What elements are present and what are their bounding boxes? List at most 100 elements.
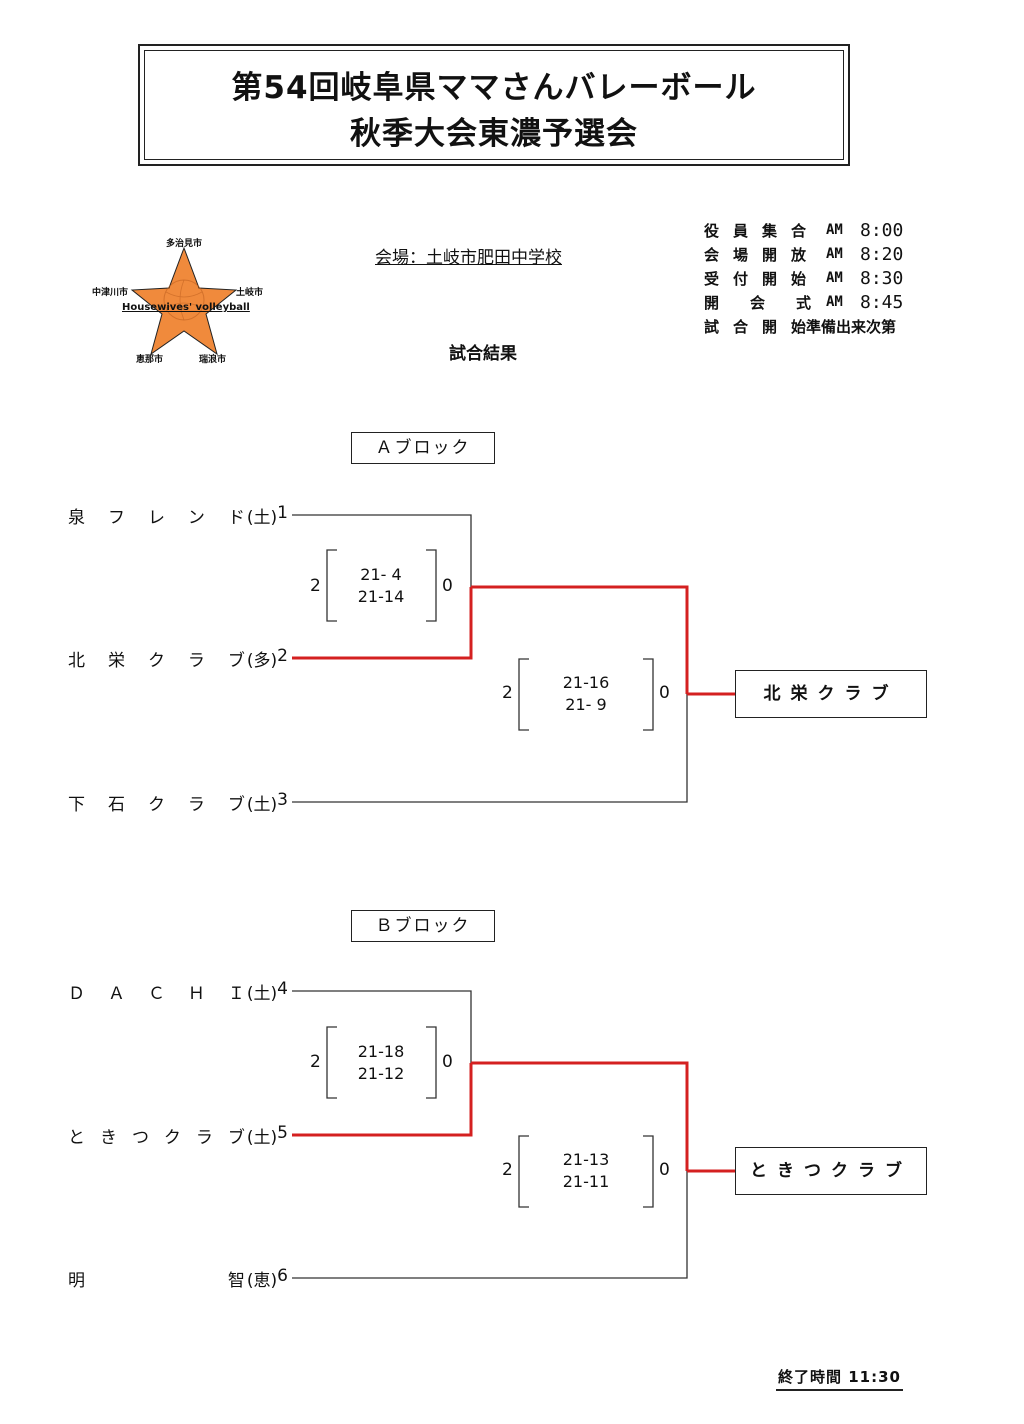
- block-a-match1-sets: 21- 4 21-14: [351, 564, 411, 608]
- team-name-char: Ｃ: [147, 984, 165, 1004]
- block-b-team3-line: [292, 1171, 688, 1279]
- schedule-row: 会場開放 AM 8:20: [704, 242, 903, 266]
- schedule-time: 8:20: [860, 243, 904, 265]
- team-name-char: き: [99, 1128, 117, 1148]
- schedule-row: 役員集合 AM 8:00: [704, 218, 903, 242]
- team-name: 下石クラブ: [68, 790, 247, 815]
- block-a-winner-box: 北栄クラブ: [735, 670, 927, 718]
- set-score: 21-18: [357, 1042, 405, 1061]
- team-name: ときつクラブ: [68, 1123, 247, 1148]
- team-name-char: ド: [227, 508, 245, 528]
- set-score: 21-16: [562, 673, 610, 692]
- team-name-char: フ: [107, 508, 125, 528]
- block-b-team-3: 明智 (恵) 6: [68, 1266, 288, 1291]
- schedule-am: AM: [826, 270, 843, 286]
- title-line-2: 秋季大会東濃予選会: [350, 116, 638, 152]
- team-seed: 6: [277, 1266, 288, 1286]
- block-b-match2-sets: 21-13 21-11: [556, 1149, 616, 1193]
- team-name-char: 栄: [107, 651, 125, 671]
- team-suffix: (多): [246, 651, 278, 671]
- block-a-team-1: 泉フレンド (土) 1: [68, 503, 288, 528]
- title-line-1: 第54回岐阜県ママさんバレーボール: [231, 70, 757, 106]
- block-a-team-3: 下石クラブ (土) 3: [68, 790, 288, 815]
- team-seed: 4: [277, 979, 288, 999]
- team-seed: 5: [277, 1123, 288, 1143]
- block-b-label: Ｂブロック: [351, 910, 495, 942]
- set-score: 21-13: [562, 1150, 610, 1169]
- schedule-row: 試合開始 準備出来次第: [704, 314, 903, 338]
- star-logo-icon: [130, 246, 238, 356]
- team-name-char: 泉: [68, 508, 85, 528]
- team-name-char: Ａ: [107, 984, 125, 1004]
- team-name-char: Ｄ: [68, 984, 85, 1004]
- end-time: 終了時間 11:30: [776, 1366, 903, 1391]
- block-a-lines: [292, 514, 736, 803]
- team-name-char: ブ: [227, 795, 245, 815]
- team-name-char: ブ: [227, 1128, 245, 1148]
- schedule-label: 受付開始: [704, 269, 821, 288]
- results-heading: 試合結果: [449, 344, 517, 364]
- team-name: 北栄クラブ: [68, 646, 247, 671]
- team-name-char: ラ: [195, 1128, 213, 1148]
- block-b-match1-win-line: [471, 1061, 689, 1171]
- team-name-char: ク: [147, 651, 165, 671]
- logo-text-left: 中津川市: [92, 288, 129, 298]
- schedule-label: 開会式: [704, 293, 843, 312]
- team-seed: 1: [277, 503, 288, 523]
- block-a-team-2: 北栄クラブ (多) 2: [68, 646, 288, 671]
- block-a-match1-lose-score: 0: [442, 576, 453, 596]
- block-b-match2-lose-score: 0: [659, 1160, 670, 1180]
- block-b-match1-bracket: [326, 1026, 437, 1099]
- team-name-char: ラ: [187, 651, 205, 671]
- schedule-am: AM: [826, 222, 843, 238]
- logo-text-center: Housewives' volleyball: [122, 302, 250, 313]
- team-name-char: 智: [227, 1271, 245, 1291]
- team-suffix: (恵): [246, 1271, 278, 1291]
- schedule-time: 8:30: [860, 267, 904, 289]
- team-name-char: Ｈ: [187, 984, 205, 1004]
- block-a-team2-line-win: [292, 587, 473, 660]
- set-score: 21- 9: [565, 695, 607, 714]
- title-box-inner-border: [144, 50, 844, 160]
- title-box: 第54回岐阜県ママさんバレーボール 秋季大会東濃予選会: [138, 44, 850, 166]
- logo-text-bottom-right: 瑞浪市: [199, 355, 227, 365]
- team-name-char: つ: [131, 1128, 149, 1148]
- schedule-label: 試合開始: [704, 317, 821, 336]
- team-name-char: 北: [68, 651, 85, 671]
- block-b-lines: [292, 990, 736, 1279]
- team-name-char: 石: [107, 795, 125, 815]
- team-seed: 3: [277, 790, 288, 810]
- team-name-char: ン: [187, 508, 205, 528]
- schedule-row: 受付開始 AM 8:30: [704, 266, 903, 290]
- team-suffix: (土): [246, 984, 278, 1004]
- block-a-match2-bracket: [518, 658, 654, 731]
- schedule-am: AM: [826, 246, 843, 262]
- block-b-winner-box: ときつクラブ: [735, 1147, 927, 1195]
- block-b-team-2: ときつクラブ (土) 5: [68, 1123, 288, 1148]
- schedule-note: 準備出来次第: [806, 317, 897, 336]
- block-a-label: Ａブロック: [351, 432, 495, 464]
- schedule-label: 役員集合: [704, 221, 821, 240]
- league-logo: 多治見市 中津川市 土岐市 Housewives' volleyball 恵那市…: [86, 230, 286, 370]
- team-name: 明智: [68, 1266, 247, 1291]
- logo-text-bottom-left: 恵那市: [136, 355, 164, 365]
- team-name-char: レ: [147, 508, 165, 528]
- team-name: 泉フレンド: [68, 503, 247, 528]
- block-a-match1-bracket: [326, 549, 437, 622]
- block-a-match2-sets: 21-16 21- 9: [556, 672, 616, 716]
- block-b-match1-lose-score: 0: [442, 1052, 453, 1072]
- team-name-char: Ｉ: [227, 984, 245, 1004]
- block-a-match1-win-line: [471, 585, 689, 694]
- schedule-time: 8:00: [860, 219, 904, 241]
- block-b-team2-line-win: [292, 1063, 473, 1137]
- team-name-char: 下: [68, 795, 85, 815]
- block-a-match1-win-score: 2: [310, 576, 321, 596]
- block-b-match2-win-score: 2: [502, 1160, 513, 1180]
- logo-text-right: 土岐市: [236, 288, 264, 298]
- schedule: 役員集合 AM 8:00 会場開放 AM 8:20 受付開始 AM 8:30 開…: [704, 218, 903, 338]
- set-score: 21-11: [562, 1172, 610, 1191]
- team-suffix: (土): [246, 1128, 278, 1148]
- team-name-char: ブ: [227, 651, 245, 671]
